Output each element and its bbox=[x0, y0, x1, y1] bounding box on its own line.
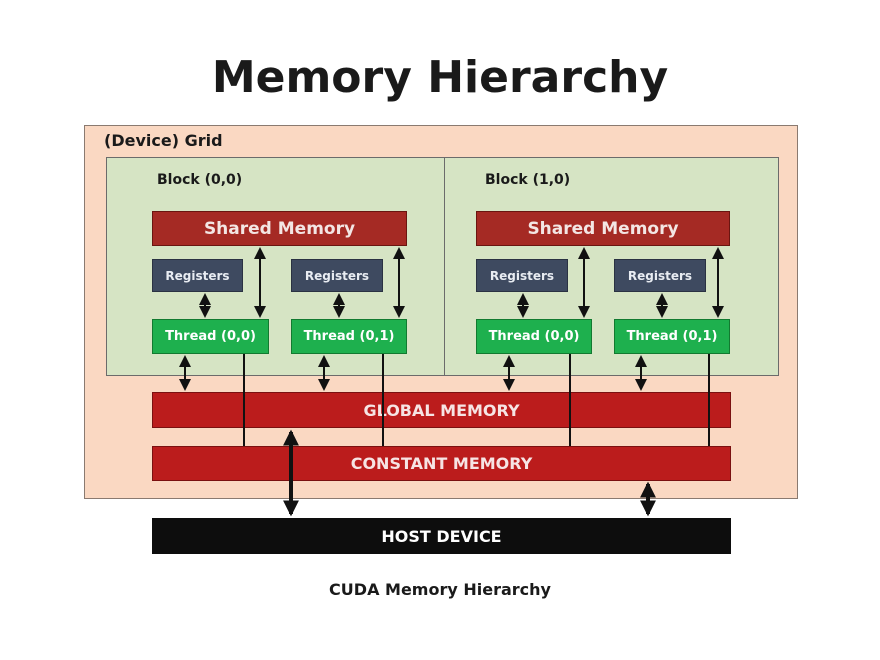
device-grid-label: (Device) Grid bbox=[104, 131, 223, 150]
block-0-0-shared-memory: Shared Memory bbox=[152, 211, 407, 246]
block-1-0-thread-0: Thread (0,0) bbox=[476, 319, 592, 354]
block-0-0-registers-0: Registers bbox=[152, 259, 243, 292]
block-0-0-label: Block (0,0) bbox=[157, 172, 243, 188]
host-device: HOST DEVICE bbox=[152, 518, 731, 554]
constant-memory: CONSTANT MEMORY bbox=[152, 446, 731, 481]
global-memory: GLOBAL MEMORY bbox=[152, 392, 731, 428]
block-1-0-label: Block (1,0) bbox=[485, 172, 571, 188]
page-title: Memory Hierarchy bbox=[211, 52, 669, 103]
block-1-0-shared-memory: Shared Memory bbox=[476, 211, 730, 246]
block-0-0-thread-0: Thread (0,0) bbox=[152, 319, 269, 354]
block-1-0-thread-1: Thread (0,1) bbox=[614, 319, 730, 354]
figure-caption: CUDA Memory Hierarchy bbox=[329, 580, 551, 599]
block-1-0-registers-1: Registers bbox=[614, 259, 706, 292]
block-0-0-registers-1: Registers bbox=[291, 259, 383, 292]
block-1-0-registers-0: Registers bbox=[476, 259, 568, 292]
block-0-0-thread-1: Thread (0,1) bbox=[291, 319, 407, 354]
